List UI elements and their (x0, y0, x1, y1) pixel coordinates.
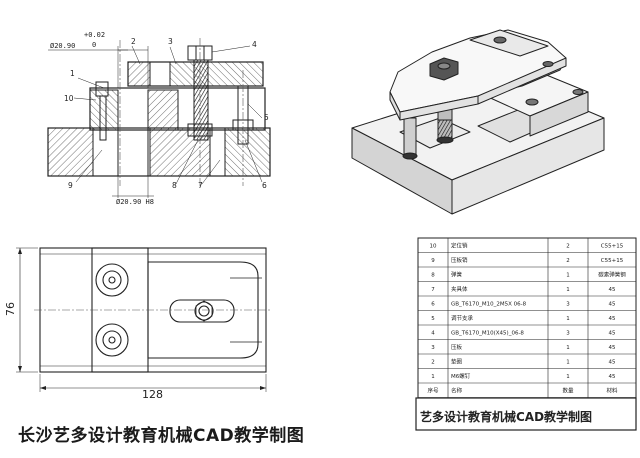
height-dim: 76 (4, 302, 17, 316)
bom-header-name: 名称 (451, 386, 463, 394)
bom-cell-name: M6螺钉 (451, 372, 471, 380)
bom-cell-no: 3 (431, 345, 435, 351)
balloon-8: 8 (172, 181, 177, 190)
tol-upper: +0.02 (84, 31, 105, 39)
bom-cell-name: 压板销 (451, 256, 468, 264)
balloon-7: 7 (198, 181, 203, 190)
width-dim: 128 (142, 388, 163, 401)
balloon-10: 10 (64, 94, 74, 103)
bom-cell-no: 4 (431, 330, 435, 336)
bom-cell-no: 5 (431, 316, 435, 322)
top-view (16, 247, 272, 392)
bom-cell-name: GB_T6170_M10_2M5X 06-8 (451, 301, 527, 307)
bom-cell-no: 6 (431, 301, 435, 307)
bom-cell-name: 定位销 (451, 241, 468, 249)
bom-cell-qty: 2 (566, 243, 570, 249)
bom-cell-mat: 45 (609, 359, 616, 365)
bom-cell-qty: 1 (566, 316, 570, 322)
bom-cell-no: 7 (431, 287, 435, 293)
bom-cell-no: 2 (431, 359, 435, 365)
title-block-text: 艺多设计教育机械CAD教学制图 (420, 410, 593, 424)
bom-cell-mat: 45 (609, 374, 616, 380)
balloon-4: 4 (252, 40, 257, 49)
bom-cell-qty: 2 (566, 258, 570, 264)
balloon-6: 6 (262, 181, 267, 190)
balloon-5: 5 (264, 113, 269, 122)
bom-cell-qty: 3 (566, 301, 570, 307)
bom-header-qty: 数量 (562, 386, 574, 394)
bom-cell-mat: 45 (609, 287, 616, 293)
bom-cell-qty: 1 (566, 345, 570, 351)
bom-cell-mat: C55+15 (601, 243, 624, 249)
tol-lower: 0 (92, 41, 96, 49)
balloon-2: 2 (131, 37, 136, 46)
bom-cell-no: 8 (431, 272, 435, 278)
bom-cell-name: 夹具体 (451, 285, 468, 293)
bom-cell-no: 1 (431, 374, 435, 380)
balloon-9: 9 (68, 181, 73, 190)
bom-cell-name: 垫圈 (451, 357, 463, 365)
balloon-3: 3 (168, 37, 173, 46)
bom-cell-name: 调节支承 (451, 314, 474, 322)
bom-header-no: 序号 (427, 386, 439, 394)
dim-bottom: Ø20.90 H8 (116, 198, 154, 206)
bom-cell-name: 弹簧 (451, 270, 463, 278)
title-block (415, 397, 637, 431)
bom-cell-no: 10 (430, 243, 437, 249)
bom-cell-mat: 45 (609, 330, 616, 336)
bom-cell-qty: 1 (566, 287, 570, 293)
balloon-labels: 1 10 2 3 4 5 9 8 7 6 (64, 37, 269, 190)
bom-cell-mat: 45 (609, 316, 616, 322)
bom-cell-name: 压板 (451, 343, 463, 351)
bom-cell-name: GB_T6170_M10(X45)_06-8 (451, 330, 524, 336)
isometric-view (351, 29, 605, 215)
bom-cell-mat: 45 (609, 301, 616, 307)
bom-cell-no: 9 (431, 258, 435, 264)
bom-header-mat: 材料 (606, 386, 618, 394)
bom-cell-mat: C55+15 (601, 258, 624, 264)
bom-cell-mat: 碳素弹簧钢 (598, 270, 626, 278)
bom-cell-qty: 3 (566, 330, 570, 336)
bom-cell-qty: 1 (566, 359, 570, 365)
balloon-1: 1 (70, 69, 75, 78)
bom-cell-mat: 45 (609, 345, 616, 351)
bom-cell-qty: 1 (566, 374, 570, 380)
bom-cell-qty: 1 (566, 272, 570, 278)
section-view: Ø20.90 +0.02 0 Ø20.90 H8 1 10 2 3 4 5 9 … (47, 31, 271, 206)
dim-top: Ø20.90 (50, 42, 75, 50)
page-caption: 长沙艺多设计教育机械CAD教学制图 (18, 426, 305, 446)
